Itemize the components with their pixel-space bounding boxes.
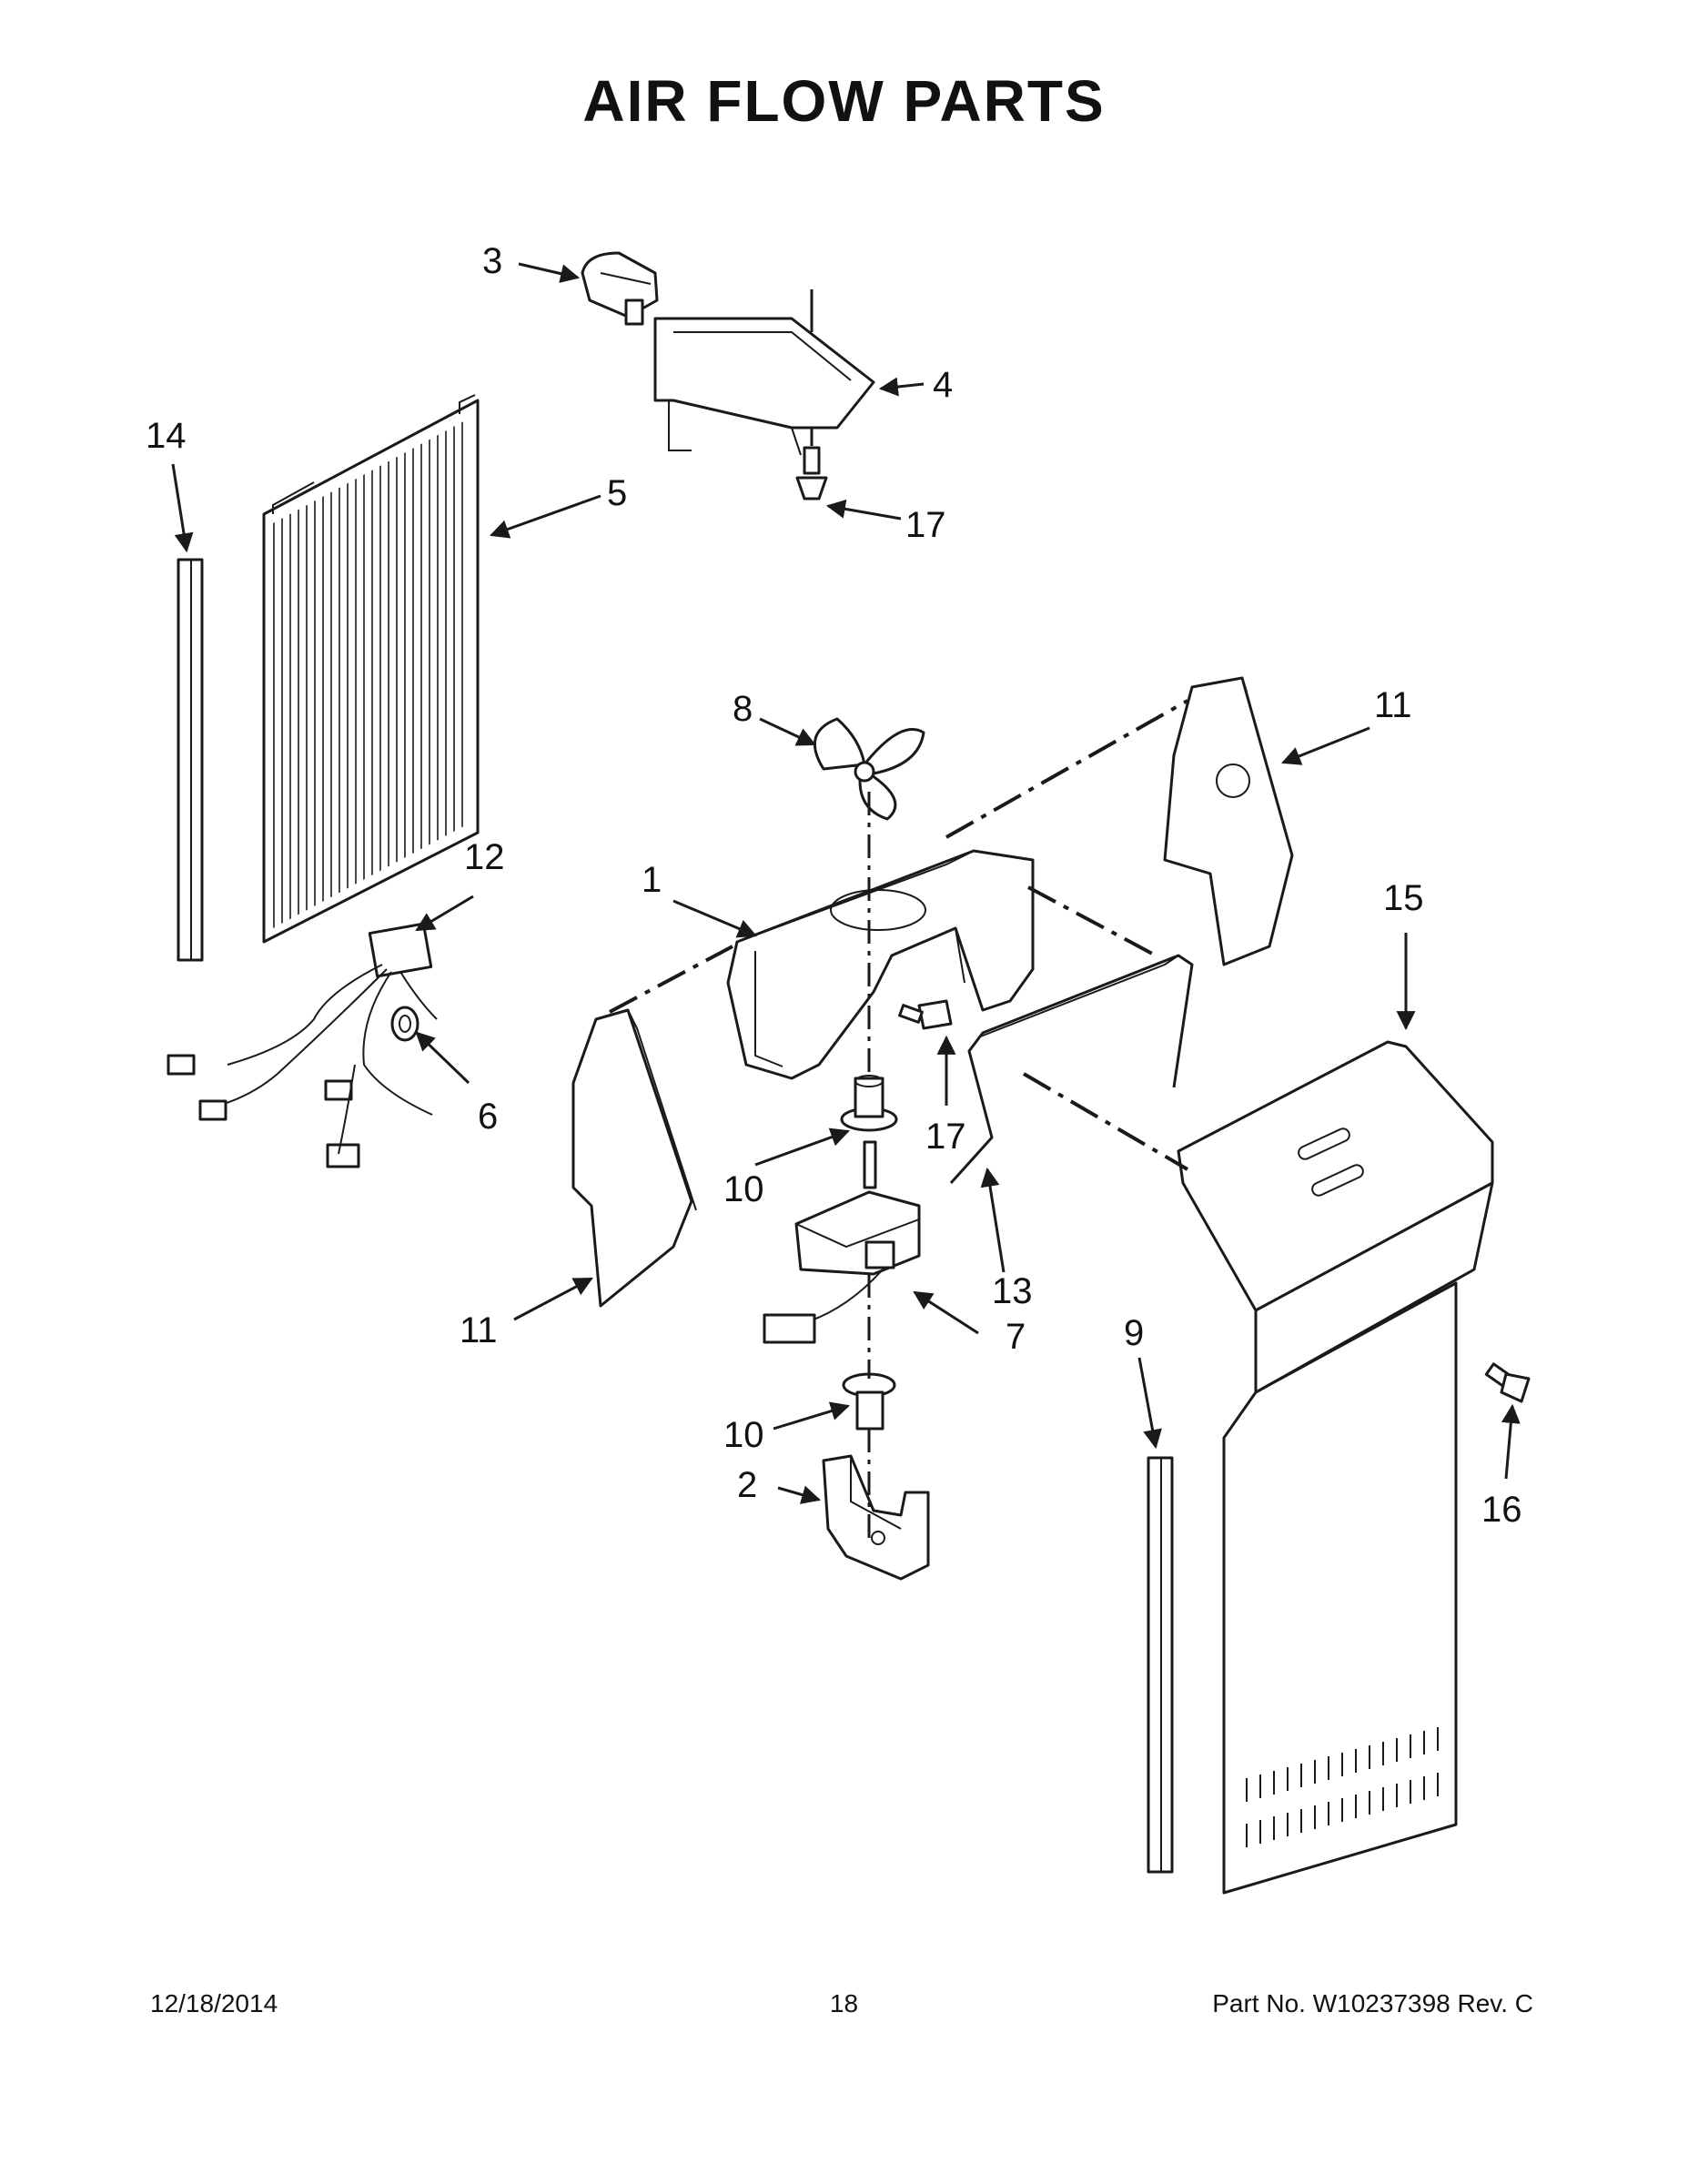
callout-14: 14 [146,416,187,456]
callout-6: 6 [478,1097,498,1137]
footer-date: 12/18/2014 [150,1989,278,2017]
callout-11-left: 11 [460,1310,498,1350]
part-7-fan-motor [763,1140,921,1344]
callout-8: 8 [733,689,753,729]
leader-arrows [171,262,1521,1504]
callout-2: 2 [737,1465,757,1505]
part-10-motor-mount-upper [840,1075,898,1132]
part-11-insulation-left [571,1008,697,1308]
part-15-rear-panel [1177,1040,1494,1895]
part-16-screw [1484,1362,1531,1403]
footer-part-number: Part No. W10237398 Rev. C [1212,1989,1533,2017]
footer-page-number: 18 [829,1989,859,2017]
part-5-ribbed-panel [262,394,480,944]
part-10-motor-mount-lower [842,1372,896,1431]
part-4-duct-bracket [653,289,875,456]
part-17-screw-top [795,446,828,500]
part-8-fan-blade [814,717,925,821]
callout-5: 5 [607,473,627,513]
part-2-bracket [822,1454,930,1581]
vent-slots [1246,1727,1439,1847]
callout-17-middle: 17 [925,1117,966,1157]
callout-11-right: 11 [1374,685,1412,725]
callout-17-top: 17 [905,505,946,545]
callout-12: 12 [464,837,505,877]
assembly-lines [609,699,1189,1538]
callout-9: 9 [1124,1313,1144,1353]
callout-10-lower: 10 [723,1415,764,1455]
callout-13: 13 [992,1271,1033,1311]
callout-10-upper: 10 [723,1169,764,1209]
callout-labels: 3 4 5 17 14 8 11 12 1 15 6 17 10 13 7 11… [146,241,1522,1530]
callout-15: 15 [1383,878,1424,918]
callout-4: 4 [933,365,953,405]
part-17-screw-middle [898,999,953,1030]
page-title: AIR FLOW PARTS [582,68,1106,134]
part-11-insulation-right [1163,676,1294,966]
part-3-cap [581,251,659,326]
callout-7: 7 [1006,1317,1026,1357]
part-13-wire-frame [949,954,1194,1185]
part-14-strip [177,558,204,962]
part-9-strip [1147,1456,1174,1874]
callout-3: 3 [482,241,502,281]
callout-16: 16 [1481,1490,1522,1530]
callout-1: 1 [642,860,662,900]
part-1-air-duct-housing [726,849,1035,1080]
part-12-wire-harness [167,922,438,1168]
part-6-grommet [390,1006,419,1042]
